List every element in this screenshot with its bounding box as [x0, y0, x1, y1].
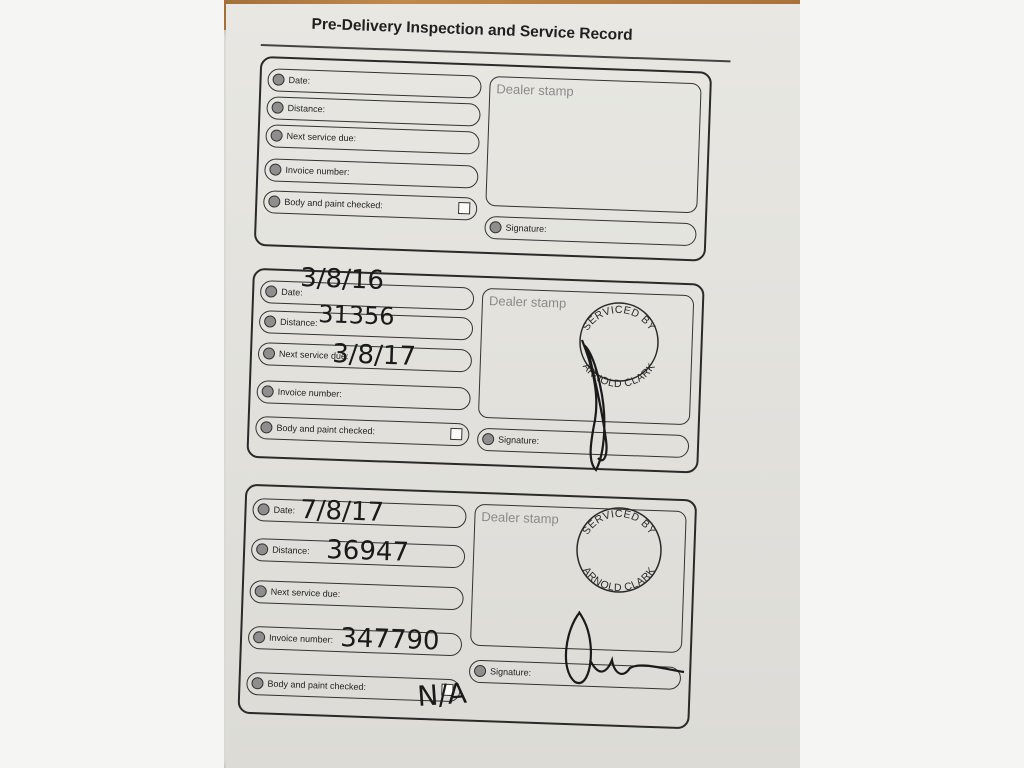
dealer-stamp-label: Dealer stamp — [496, 81, 574, 99]
date-field[interactable]: Date: — [267, 68, 482, 99]
invoice-field[interactable]: Invoice number: — [264, 158, 479, 189]
signature-field[interactable]: Signature: — [468, 659, 682, 691]
service-entry-3: Date: Distance: Next service due: Invoic… — [237, 483, 698, 730]
body-paint-label: Body and paint checked: — [284, 196, 384, 211]
service-entry-2: Date: Distance: Next service due: Invoic… — [246, 267, 705, 474]
invoice-label: Invoice number: — [285, 164, 350, 178]
service-record-form: Pre-Delivery Inspection and Service Reco… — [237, 10, 732, 746]
dealer-stamp-box: Dealer stamp — [485, 75, 702, 214]
body-paint-field[interactable]: Body and paint checked: — [262, 190, 478, 221]
bullet-icon — [272, 72, 285, 86]
body-paint-label: Body and paint checked: — [267, 678, 367, 693]
next-service-field[interactable]: Next service due: — [257, 342, 473, 373]
bullet-icon — [260, 420, 273, 434]
bullet-icon — [262, 346, 276, 360]
bullet-icon — [473, 664, 487, 677]
bullet-icon — [252, 630, 266, 643]
signature-field[interactable]: Signature: — [484, 215, 697, 247]
date-label: Date: — [273, 504, 296, 516]
body-paint-field[interactable]: Body and paint checked: — [255, 416, 470, 447]
signature-label: Signature: — [505, 222, 547, 235]
invoice-label: Invoice number: — [268, 632, 334, 645]
distance-label: Distance: — [279, 316, 318, 329]
distance-field[interactable]: Distance: — [250, 537, 466, 569]
body-paint-field[interactable]: Body and paint checked: — [246, 671, 461, 703]
distance-field[interactable]: Distance: — [258, 310, 474, 341]
dealer-stamp-label: Dealer stamp — [481, 508, 559, 527]
body-paint-checkbox[interactable] — [458, 201, 471, 215]
invoice-field[interactable]: Invoice number: — [247, 625, 463, 657]
bullet-icon — [481, 432, 495, 445]
distance-field[interactable]: Distance: — [266, 96, 481, 127]
date-field[interactable]: Date: — [259, 280, 475, 311]
bullet-icon — [261, 384, 274, 398]
distance-label: Distance: — [271, 544, 310, 556]
bullet-icon — [271, 100, 284, 114]
bullet-icon — [257, 502, 270, 516]
date-label: Date: — [288, 74, 311, 86]
bullet-icon — [255, 542, 269, 556]
next-service-label: Next service due: — [286, 130, 357, 144]
dealer-stamp-box: Dealer stamp — [477, 287, 695, 426]
dealer-stamp-box: Dealer stamp — [469, 503, 687, 654]
body-paint-label: Body and paint checked: — [276, 422, 376, 437]
bullet-icon — [489, 220, 502, 233]
invoice-label: Invoice number: — [277, 386, 342, 400]
bullet-icon — [269, 162, 282, 176]
bullet-icon — [264, 284, 278, 298]
next-service-field[interactable]: Next service due: — [265, 124, 480, 155]
body-paint-checkbox[interactable] — [441, 683, 454, 697]
distance-label: Distance: — [287, 102, 326, 115]
next-service-label: Next service due: — [278, 348, 349, 362]
page-title: Pre-Delivery Inspection and Service Reco… — [311, 15, 633, 44]
body-paint-checkbox[interactable] — [450, 427, 463, 441]
next-service-label: Next service due: — [270, 586, 341, 600]
signature-field[interactable]: Signature: — [476, 427, 690, 459]
date-label: Date: — [281, 286, 303, 298]
bullet-icon — [270, 128, 283, 142]
invoice-field[interactable]: Invoice number: — [256, 380, 471, 411]
next-service-field[interactable]: Next service due: — [249, 579, 464, 611]
date-field[interactable]: Date: — [252, 497, 467, 529]
dealer-stamp-label: Dealer stamp — [488, 293, 567, 311]
bullet-icon — [263, 314, 277, 328]
booklet-page: Pre-Delivery Inspection and Service Reco… — [226, 4, 800, 768]
bullet-icon — [254, 584, 267, 598]
signature-label: Signature: — [489, 666, 532, 678]
signature-label: Signature: — [497, 434, 540, 446]
service-entry-1: Date: Distance: Next service due: Invoic… — [253, 55, 713, 262]
bullet-icon — [268, 194, 281, 208]
bullet-icon — [251, 676, 264, 689]
